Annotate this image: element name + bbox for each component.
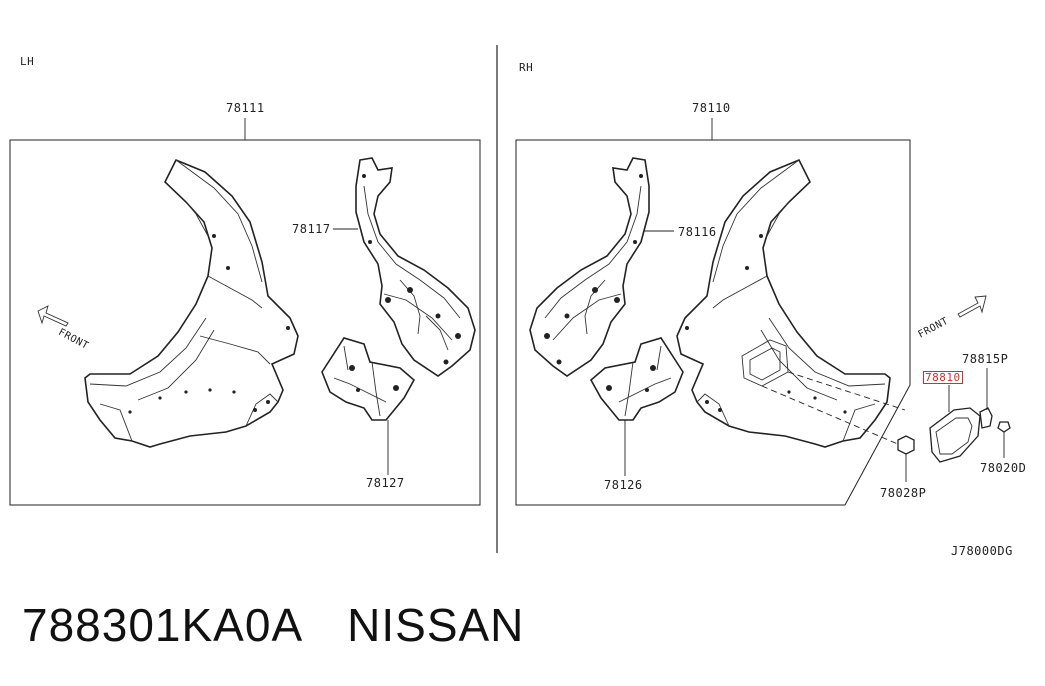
lh-assembly: [9, 118, 481, 506]
lh-side-label: LH: [20, 55, 35, 68]
part-callout-78028P[interactable]: 78028P: [880, 486, 927, 500]
rh-assembly-box: [515, 139, 911, 506]
part-callout-78116[interactable]: 78116: [678, 225, 717, 239]
part-callout-78110[interactable]: 78110: [692, 101, 731, 115]
lh-front-arrow: [37, 305, 69, 327]
lh-lower-bracket-78127: [321, 337, 416, 421]
rh-inner-pillar-78116: [529, 157, 650, 377]
caption: 788301KA0A NISSAN: [22, 598, 524, 652]
part-callout-78815P[interactable]: 78815P: [962, 352, 1009, 366]
part-callout-78810-highlighted[interactable]: 78810: [923, 371, 963, 384]
rh-side-label: RH: [519, 61, 534, 74]
lid-spring-78815P: [979, 407, 993, 429]
part-callout-78127[interactable]: 78127: [366, 476, 405, 490]
caption-part-number: 788301KA0A: [22, 599, 304, 651]
fuel-filler-lid-78810: [929, 407, 981, 463]
rh-front-arrow: [957, 295, 987, 318]
lh-inner-pillar-78117: [355, 157, 476, 377]
lh-rear-fender-panel: [84, 158, 299, 448]
screw-78020D: [997, 421, 1011, 458]
rh-rear-fender-panel: [676, 158, 891, 448]
part-callout-78117[interactable]: 78117: [292, 222, 331, 236]
part-callout-78126[interactable]: 78126: [604, 478, 643, 492]
rh-lower-bracket-78126: [589, 337, 684, 421]
part-callout-78020D[interactable]: 78020D: [980, 461, 1027, 475]
bumper-78028P: [897, 435, 915, 482]
diagram-code: J78000DG: [951, 544, 1013, 558]
part-callout-78111[interactable]: 78111: [226, 101, 265, 115]
rh-assembly: [515, 118, 1011, 506]
caption-brand: NISSAN: [347, 599, 525, 651]
parts-diagram: [9, 45, 1011, 553]
